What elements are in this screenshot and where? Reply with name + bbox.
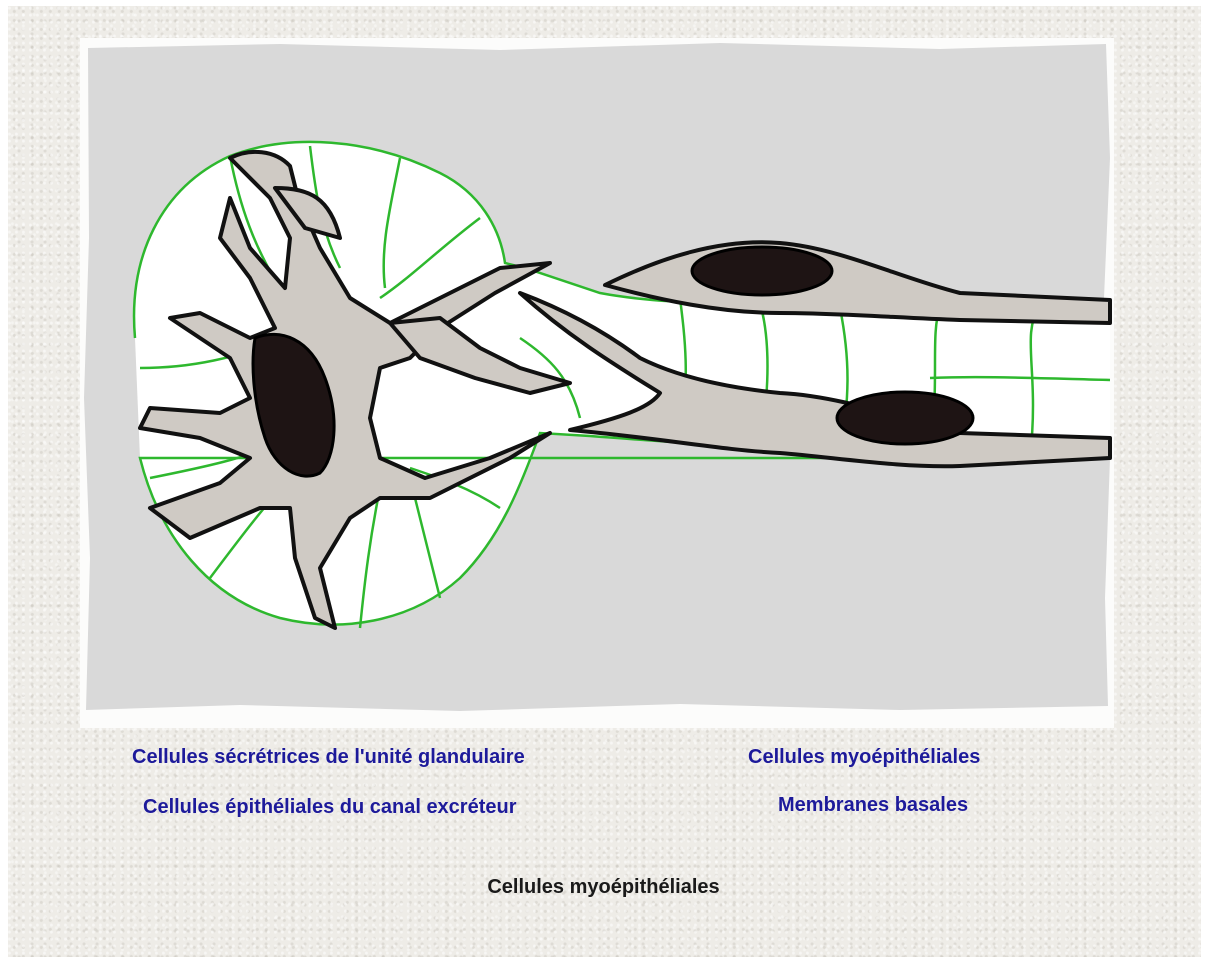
duct-nucleus-lower: [837, 392, 973, 444]
figure-caption: Cellules myoépithéliales: [0, 876, 1207, 899]
legend-myoepithelial-cells: Cellules myoépithéliales: [748, 746, 980, 769]
myoepithelial-cells-illustration: [80, 38, 1114, 728]
duct-nucleus-upper: [692, 247, 832, 295]
legend-secretory-cells: Cellules sécrétrices de l'unité glandula…: [132, 746, 525, 769]
legend-duct-epithelial-cells: Cellules épithéliales du canal excréteur: [143, 796, 517, 819]
legend-basement-membranes: Membranes basales: [778, 794, 968, 817]
